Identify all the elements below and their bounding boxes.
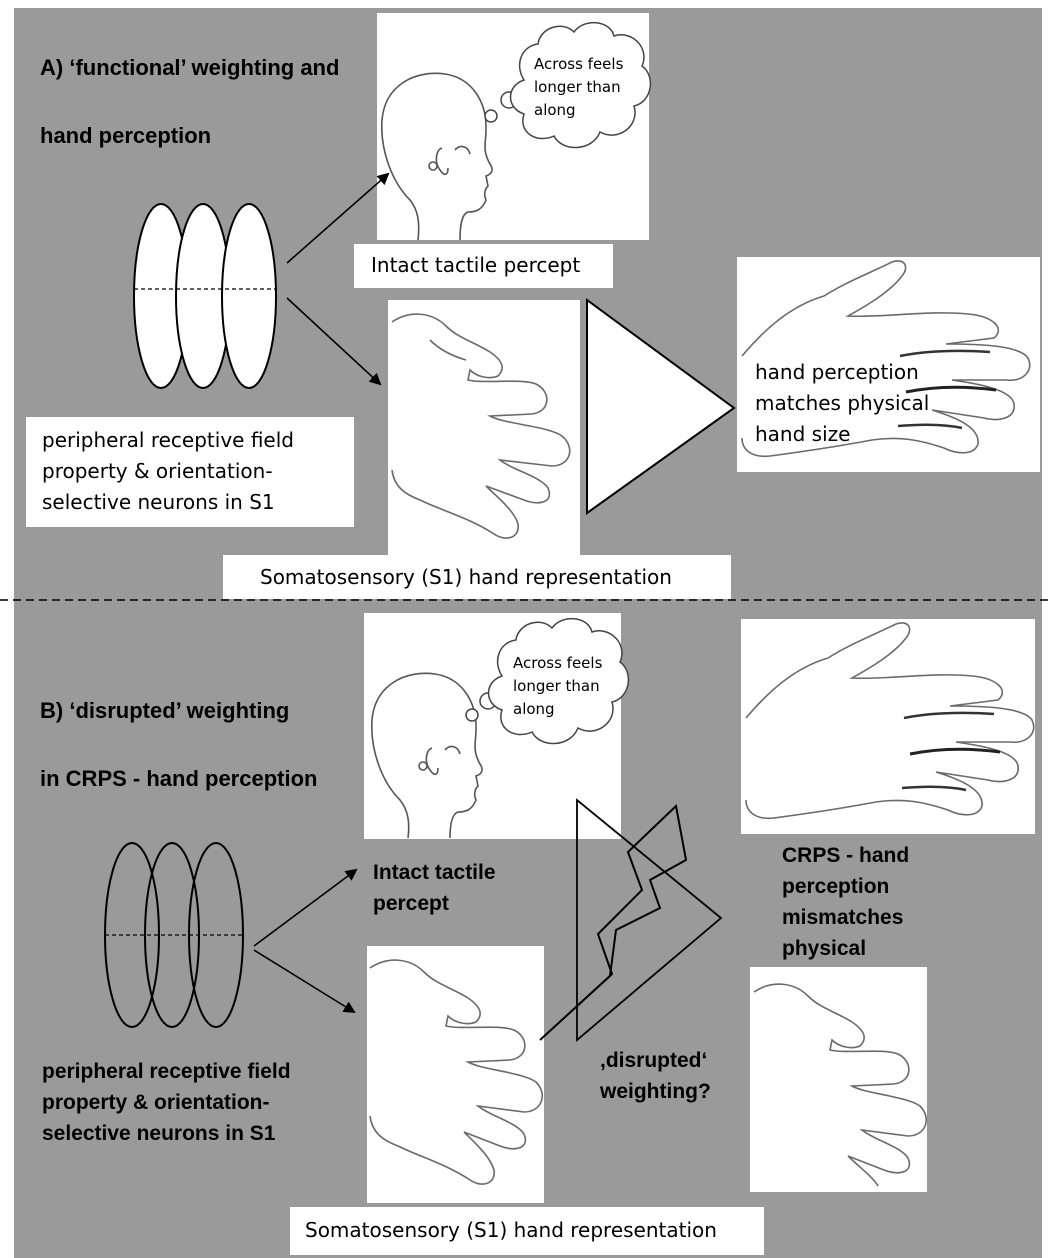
panel-a-arrow-to-s1 <box>287 298 380 384</box>
panel-b-receptive-field-ellipses-icon <box>105 843 243 1027</box>
hand-drawing-icon <box>370 960 542 1184</box>
lightning-bolt-icon <box>540 806 686 1040</box>
panel-b-triangle-arrow-icon <box>577 800 721 1040</box>
hand-drawing-icon <box>746 623 1034 818</box>
panel-a-arrow-to-percept <box>287 174 388 263</box>
hand-drawing-icon <box>392 314 570 538</box>
panel-a-triangle-arrow-icon <box>587 300 734 513</box>
panel-b-arrow-to-s1 <box>254 950 354 1012</box>
panel-b-arrow-to-percept <box>254 870 356 946</box>
hand-drawing-icon <box>754 984 926 1186</box>
hand-drawing-icon <box>742 261 1030 456</box>
panel-a-receptive-field-ellipses-icon <box>134 204 276 388</box>
